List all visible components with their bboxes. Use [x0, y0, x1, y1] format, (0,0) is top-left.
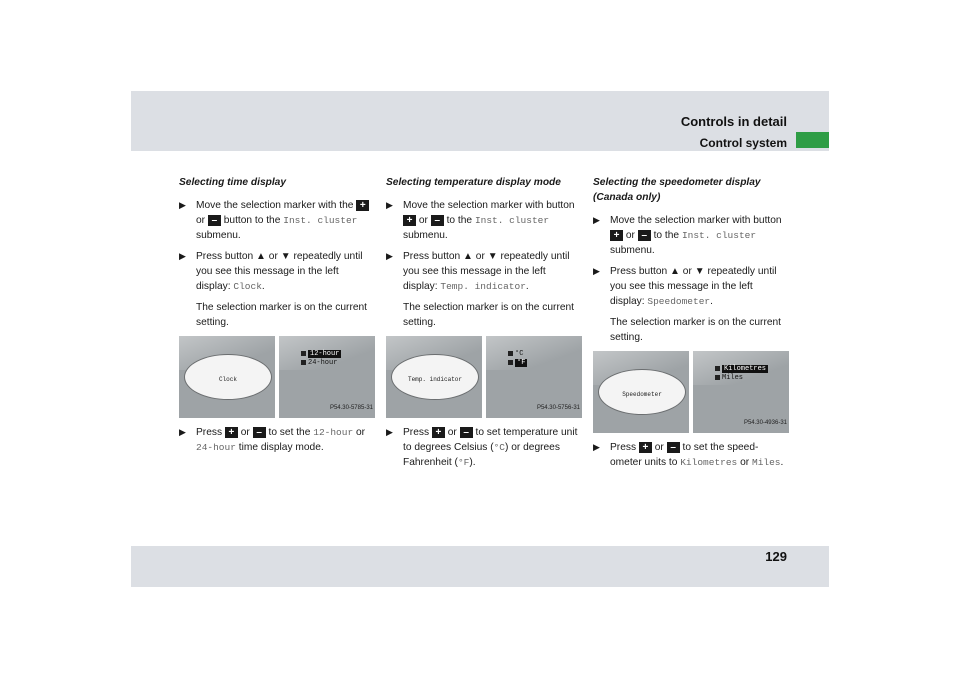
footer-band	[131, 546, 829, 587]
left-display-panel: Clock	[179, 336, 275, 418]
plus-button-icon: +	[224, 426, 238, 438]
column-speedometer-display: Selecting the speedometer display (Canad…	[593, 175, 789, 476]
section-heading: Selecting time display	[179, 177, 287, 188]
figure-code: P54.30-5785-31	[329, 405, 373, 411]
down-arrow-icon: ▼	[280, 251, 291, 262]
display-figure: Temp. indicator °C °F P54.30-5756-31	[386, 336, 582, 418]
minus-button-icon: –	[430, 214, 444, 226]
left-display-panel: Speedometer	[593, 351, 689, 433]
option-selected: Kilometres	[715, 362, 769, 377]
figure-code: P54.30-4936-31	[743, 420, 787, 426]
bullet-arrow-icon: ▶	[593, 442, 600, 452]
bullet-arrow-icon: ▶	[593, 215, 600, 225]
bullet-arrow-icon: ▶	[179, 251, 186, 261]
section-heading: Selecting temperature display mode	[386, 177, 561, 188]
up-arrow-icon: ▲	[463, 251, 473, 262]
down-arrow-icon: ▼	[487, 251, 498, 262]
option: °C	[508, 347, 523, 362]
option: 24-hour	[301, 356, 337, 371]
header-band	[131, 91, 829, 151]
up-arrow-icon: ▲	[670, 266, 680, 277]
bullet-arrow-icon: ▶	[179, 427, 186, 437]
instruction-step: ▶ Move the selection marker with button …	[386, 200, 575, 241]
display-label: Clock	[218, 376, 237, 383]
option: Miles	[715, 371, 743, 386]
display-message-code: Temp. indicator	[440, 281, 526, 292]
note-text: The selection marker is on the current s…	[196, 302, 367, 328]
figure-code: P54.30-5756-31	[536, 405, 580, 411]
instruction-step: ▶ Press + or – to set the speed-ometer u…	[593, 441, 784, 468]
instruction-step: ▶ Press + or – to set the 12-hour or 24-…	[179, 426, 366, 453]
down-arrow-icon: ▼	[694, 266, 705, 277]
instruction-step: ▶ Move the selection marker with button …	[593, 215, 782, 256]
chapter-title: Controls in detail	[680, 114, 787, 129]
display-figure: Clock 12-hour 24-hour P54.30-5785-31	[179, 336, 375, 418]
minus-button-icon: –	[637, 229, 651, 241]
note-text: The selection marker is on the current s…	[403, 302, 574, 328]
option-selected: 12-hour	[301, 347, 342, 362]
page-number: 129	[765, 549, 787, 564]
instruction-step: ▶ Press + or – to set temperature unit t…	[386, 426, 578, 468]
column-temperature-display: Selecting temperature display mode ▶ Mov…	[386, 175, 582, 476]
note-text: The selection marker is on the current s…	[610, 317, 781, 343]
column-time-display: Selecting time display ▶ Move the select…	[179, 175, 375, 461]
minus-button-icon: –	[459, 426, 473, 438]
plus-button-icon: +	[638, 441, 652, 453]
instruction-step: ▶ Press button ▲ or ▼ repeatedly until y…	[386, 251, 570, 292]
bullet-arrow-icon: ▶	[386, 427, 393, 437]
plus-button-icon: +	[356, 199, 370, 211]
display-figure: Speedometer Kilometres Miles P54.30-4936…	[593, 351, 789, 433]
instruction-step: ▶ Press button ▲ or ▼ repeatedly until y…	[593, 266, 777, 307]
right-display-panel: °C °F P54.30-5756-31	[486, 336, 582, 418]
minus-button-icon: –	[252, 426, 266, 438]
up-arrow-icon: ▲	[256, 251, 266, 262]
bullet-arrow-icon: ▶	[386, 251, 393, 261]
option-selected: °F	[508, 356, 528, 371]
bullet-arrow-icon: ▶	[179, 200, 186, 210]
minus-button-icon: –	[207, 214, 221, 226]
plus-button-icon: +	[610, 229, 623, 241]
bullet-arrow-icon: ▶	[386, 200, 393, 210]
menu-code: Inst. cluster	[474, 215, 550, 226]
display-message-code: Speedometer	[647, 296, 711, 307]
minus-button-icon: –	[666, 441, 680, 453]
bullet-arrow-icon: ▶	[593, 266, 600, 276]
display-label: Speedometer	[622, 391, 662, 398]
instruction-step: ▶ Press button ▲ or ▼ repeatedly until y…	[179, 251, 363, 292]
display-label: Temp. indicator	[407, 376, 462, 383]
menu-code: Inst. cluster	[283, 215, 358, 226]
left-display-panel: Temp. indicator	[386, 336, 482, 418]
right-display-panel: 12-hour 24-hour P54.30-5785-31	[279, 336, 375, 418]
section-heading: Selecting the speedometer display (Canad…	[593, 177, 761, 203]
menu-code: Inst. cluster	[681, 230, 757, 241]
section-title: Control system	[699, 136, 787, 150]
plus-button-icon: +	[431, 426, 445, 438]
plus-button-icon: +	[403, 214, 416, 226]
display-message-code: Clock	[233, 281, 262, 292]
instruction-step: ▶ Move the selection marker with the + o…	[179, 198, 375, 243]
section-tab-marker	[796, 132, 829, 148]
right-display-panel: Kilometres Miles P54.30-4936-31	[693, 351, 789, 433]
